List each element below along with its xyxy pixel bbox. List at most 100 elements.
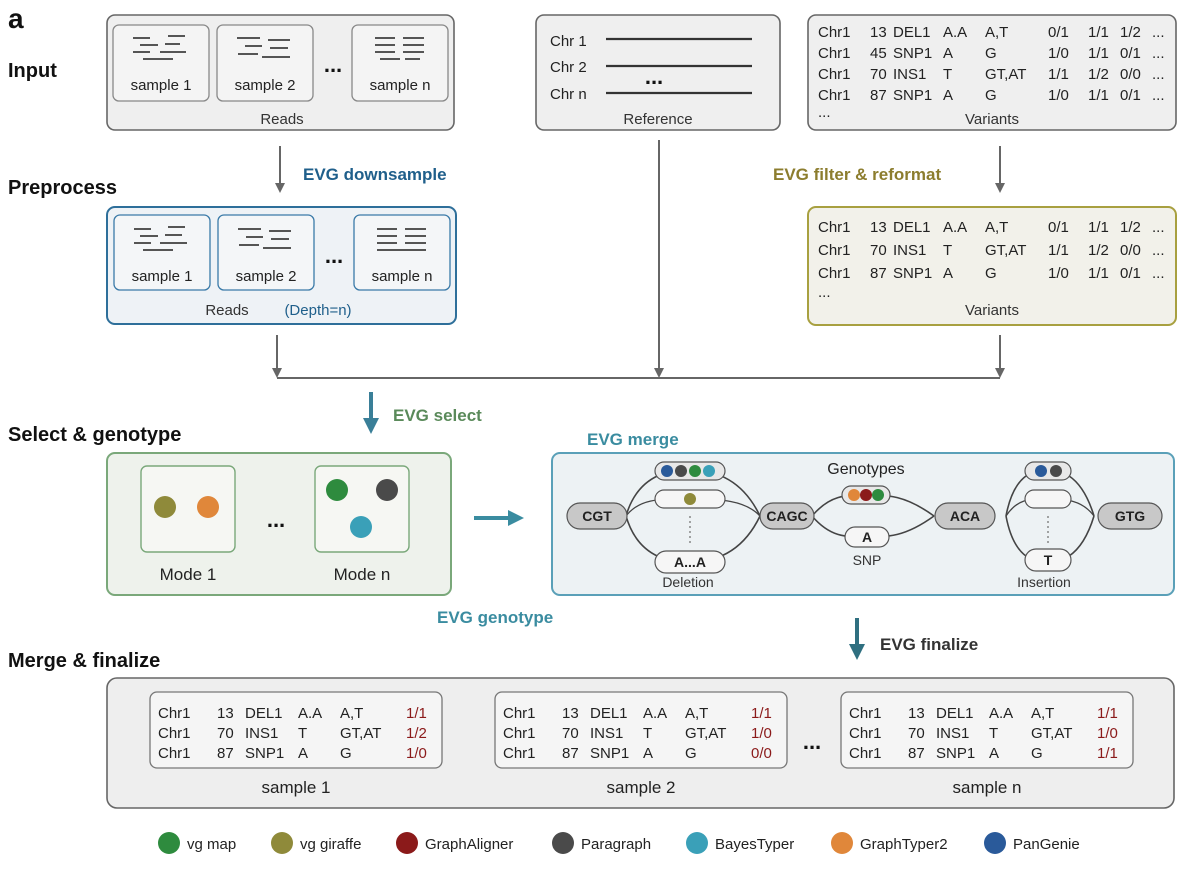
- mode-1-label: Mode 1: [160, 565, 217, 584]
- preprocess-reads-caption: Reads: [205, 302, 248, 319]
- graph-node-cagc: CAGC: [759, 502, 815, 530]
- preprocess-variants-caption: Variants: [965, 302, 1019, 319]
- reference-chrn-label: Chr n: [550, 86, 587, 103]
- variant-cell: G: [685, 745, 697, 762]
- variant-cell: 1/1: [1088, 265, 1109, 282]
- mode-n-label: Mode n: [334, 565, 391, 584]
- variant-cell: A,T: [985, 219, 1008, 236]
- genotype-cell: 1/2: [406, 725, 427, 742]
- variant-cell: A: [943, 87, 953, 104]
- deletion-label: Deletion: [662, 574, 713, 590]
- deletion-bayestyper-dot: [703, 465, 715, 477]
- preprocess-read-sample-2-label: sample 2: [236, 268, 297, 285]
- svg-text:GTG: GTG: [1115, 508, 1145, 524]
- input-variants-caption: Variants: [965, 111, 1019, 128]
- variant-cell: Chr1: [849, 705, 882, 722]
- variant-cell: 70: [562, 725, 579, 742]
- variant-cell: 1/1: [1088, 219, 1109, 236]
- variant-cell: A: [943, 45, 953, 62]
- legend-label: GraphTyper2: [860, 836, 948, 853]
- mode-1-box: [140, 465, 236, 553]
- variant-cell: ...: [1152, 87, 1165, 104]
- insertion-paragraph-dot: [1050, 465, 1062, 477]
- input-variants-ellipsis: ...: [818, 104, 831, 121]
- variant-cell: GT,AT: [685, 725, 726, 742]
- variant-cell: DEL1: [893, 24, 931, 41]
- variant-cell: 0/1: [1048, 219, 1069, 236]
- input-read-sample-n: sample n: [351, 24, 449, 102]
- legend-item: vg map: [158, 832, 236, 854]
- variant-cell: 87: [908, 745, 925, 762]
- mode-n-box: [314, 465, 410, 553]
- panel-label: a: [8, 3, 24, 34]
- deletion-vgmap-dot: [689, 465, 701, 477]
- variant-cell: DEL1: [590, 705, 628, 722]
- variant-cell: 1/1: [1048, 66, 1069, 83]
- preprocess-reads-box: sample 1 sample 2 ... sample n Reads (De…: [106, 206, 457, 325]
- legend-swatch: [158, 832, 180, 854]
- mode-1-graphtyper2-dot: [197, 496, 219, 518]
- legend-item: Paragraph: [552, 832, 651, 854]
- variant-cell: 1/2: [1088, 242, 1109, 259]
- legend-item: BayesTyper: [686, 832, 794, 854]
- variant-cell: DEL1: [245, 705, 283, 722]
- graph-node-aca: ACA: [934, 502, 996, 530]
- variant-cell: 13: [870, 219, 887, 236]
- variant-cell: Chr1: [818, 219, 851, 236]
- variant-cell: 70: [908, 725, 925, 742]
- variant-cell: 1/2: [1120, 219, 1141, 236]
- stage-input-label: Input: [8, 60, 57, 82]
- step-downsample-label: EVG downsample: [303, 165, 447, 184]
- legend-swatch: [271, 832, 293, 854]
- variant-cell: 1/0: [1048, 45, 1069, 62]
- input-read-sample-1-label: sample 1: [131, 77, 192, 94]
- snp-label: SNP: [853, 552, 882, 568]
- preprocess-reads-ellipsis: ...: [325, 243, 343, 268]
- variant-cell: Chr1: [503, 725, 536, 742]
- variant-cell: Chr1: [849, 745, 882, 762]
- variant-cell: DEL1: [893, 219, 931, 236]
- legend-label: BayesTyper: [715, 836, 794, 853]
- variant-cell: 13: [562, 705, 579, 722]
- insertion-label: Insertion: [1017, 574, 1071, 590]
- variant-cell: Chr1: [503, 705, 536, 722]
- input-read-sample-n-label: sample n: [370, 77, 431, 94]
- genotype-cell: 1/0: [751, 725, 772, 742]
- variant-cell: Chr1: [158, 745, 191, 762]
- variant-cell: 0/0: [1120, 66, 1141, 83]
- genotype-cell: 1/0: [1097, 725, 1118, 742]
- variant-cell: 87: [217, 745, 234, 762]
- snp-graphaligner-dot: [860, 489, 872, 501]
- legend-label: GraphAligner: [425, 836, 513, 853]
- variant-cell: 0/0: [1120, 242, 1141, 259]
- input-reads-caption: Reads: [260, 111, 303, 128]
- legend-swatch: [984, 832, 1006, 854]
- svg-text:ACA: ACA: [950, 508, 980, 524]
- variant-cell: Chr1: [818, 242, 851, 259]
- variant-cell: GT,AT: [340, 725, 381, 742]
- graph-node-gtg: GTG: [1097, 502, 1163, 530]
- variant-cell: A.A: [298, 705, 322, 722]
- variant-cell: G: [985, 265, 997, 282]
- legend-swatch: [686, 832, 708, 854]
- mode-n-paragraph-dot: [376, 479, 398, 501]
- variant-cell: 0/1: [1120, 87, 1141, 104]
- legend-label: PanGenie: [1013, 836, 1080, 853]
- legend-label: vg map: [187, 836, 236, 853]
- variant-cell: 70: [217, 725, 234, 742]
- mode-n-vg-map-dot: [326, 479, 348, 501]
- snp-vgmap-dot: [872, 489, 884, 501]
- input-read-sample-2: sample 2: [216, 24, 314, 102]
- variant-cell: A: [943, 265, 953, 282]
